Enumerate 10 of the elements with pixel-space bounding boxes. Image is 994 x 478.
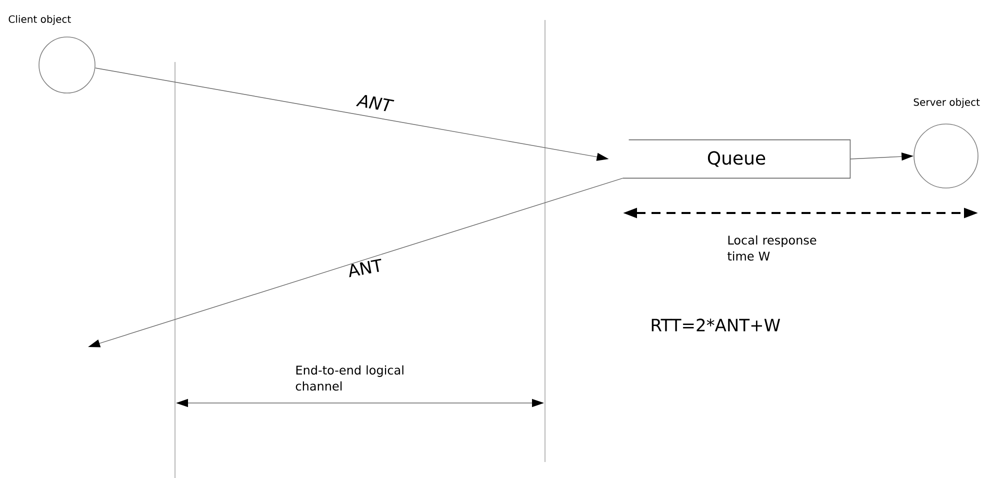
dimension-label: Local response time W <box>728 235 816 261</box>
circle <box>38 36 96 94</box>
queue-box: Queue <box>622 139 851 179</box>
circle <box>914 124 978 188</box>
node-caption: Client object <box>8 15 71 25</box>
node-caption: Server object <box>914 98 980 108</box>
edge-label: ANT <box>356 94 394 112</box>
edge-label: ANT <box>349 258 382 278</box>
formula-text: RTT=2*ANT+W <box>652 318 780 332</box>
dimension-label: End-to-end logical channel <box>296 365 404 391</box>
